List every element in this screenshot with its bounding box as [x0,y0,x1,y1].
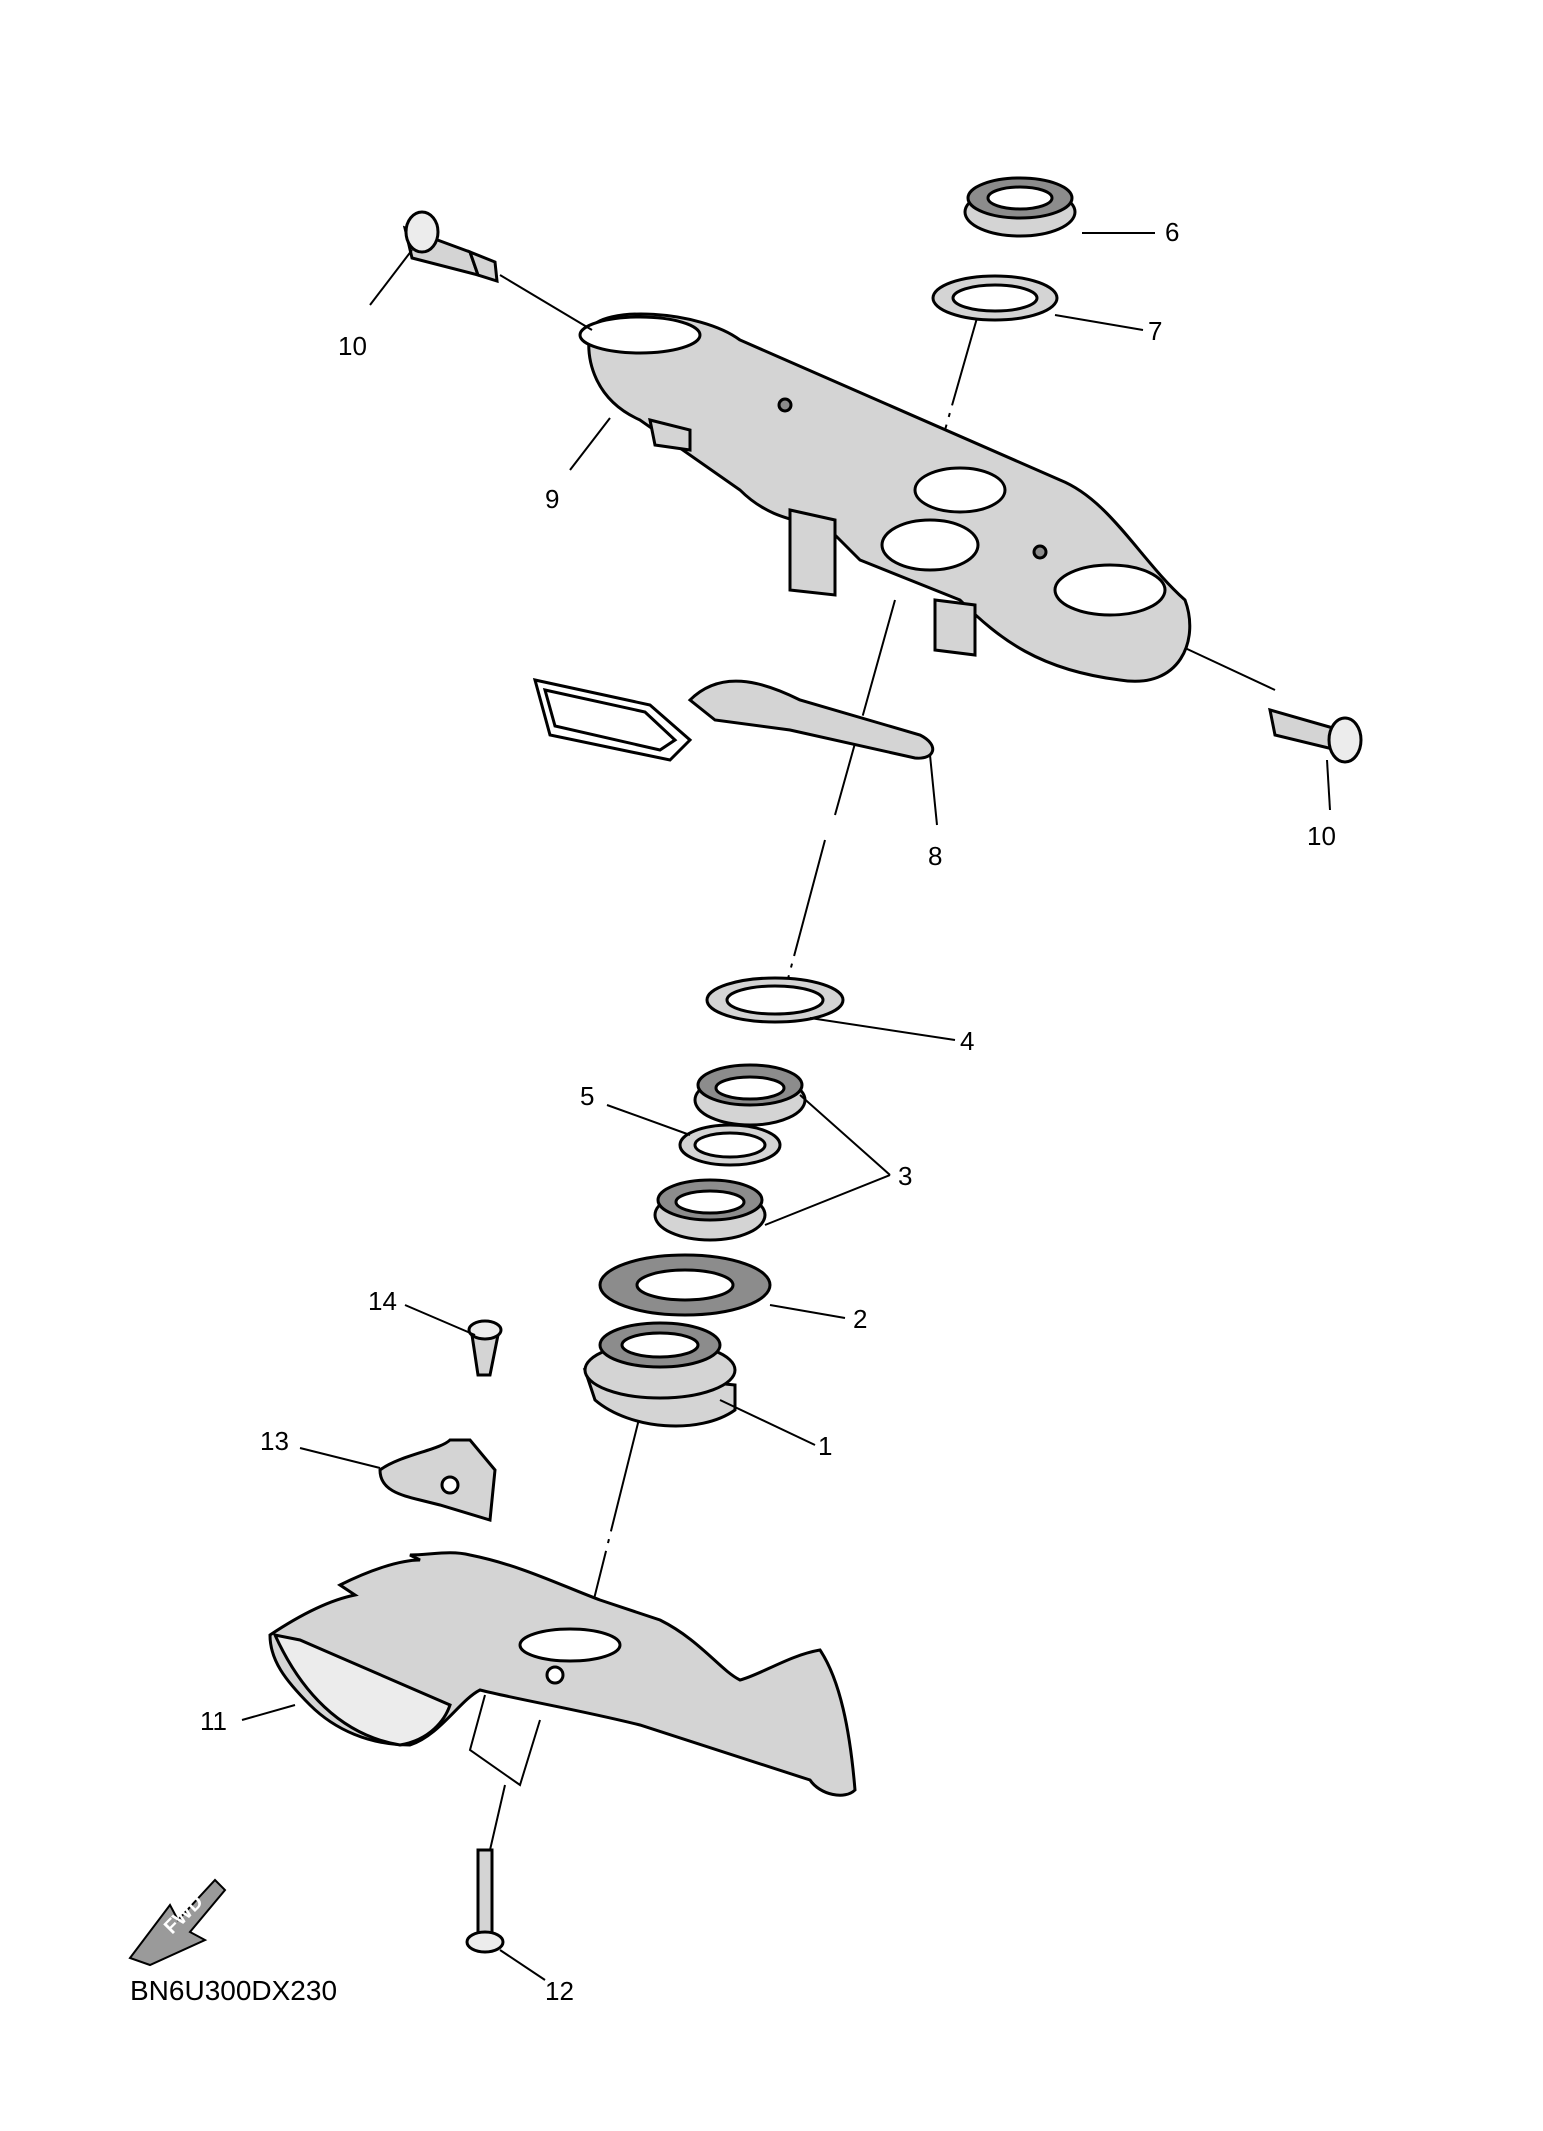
callout-10-lower: 10 [1307,821,1336,851]
part-3-bearing-race-lower [653,1178,767,1242]
callout-5: 5 [580,1081,594,1111]
leader-lines [241,232,1331,1981]
callout-14: 14 [368,1286,397,1316]
part-1-ball-bearing [582,1321,737,1428]
part-5-seal [678,1123,782,1167]
part-14-pin [467,1319,503,1377]
part-4-lock-washer [705,976,845,1024]
callout-4: 4 [960,1026,974,1056]
assembly-axis-lower [589,1414,641,1616]
part-10-bolt-lower [1268,707,1363,764]
fwd-arrow-icon: FWD [128,1878,227,1967]
part-6-ring-nut [963,176,1077,238]
callout-1: 1 [818,1431,832,1461]
part-11-lower-cover [268,1551,857,1797]
part-13-stopper-bracket [378,1438,497,1522]
callout-13: 13 [260,1426,289,1456]
part-12-bolt [465,1848,505,1954]
callout-11: 11 [200,1706,227,1736]
callout-8: 8 [928,841,942,871]
callout-3: 3 [898,1161,912,1191]
part-10-bolt-upper [402,210,499,284]
callout-2: 2 [853,1304,867,1334]
callout-12: 12 [545,1976,574,2006]
diagram-code: BN6U300DX230 [130,1975,337,2006]
callout-labels: 6 7 10 9 10 8 4 5 3 2 1 14 13 11 12 [200,217,1336,2006]
part-9-upper-bracket [578,312,1192,683]
callout-6: 6 [1165,217,1179,247]
callout-7: 7 [1148,316,1162,346]
part-3-bearing-race-upper [693,1063,807,1127]
callout-10-upper: 10 [338,331,367,361]
part-8-wire-bracket [532,678,934,762]
callout-9: 9 [545,484,559,514]
part-2-dust-cover [598,1253,772,1317]
part-7-washer [931,274,1059,322]
